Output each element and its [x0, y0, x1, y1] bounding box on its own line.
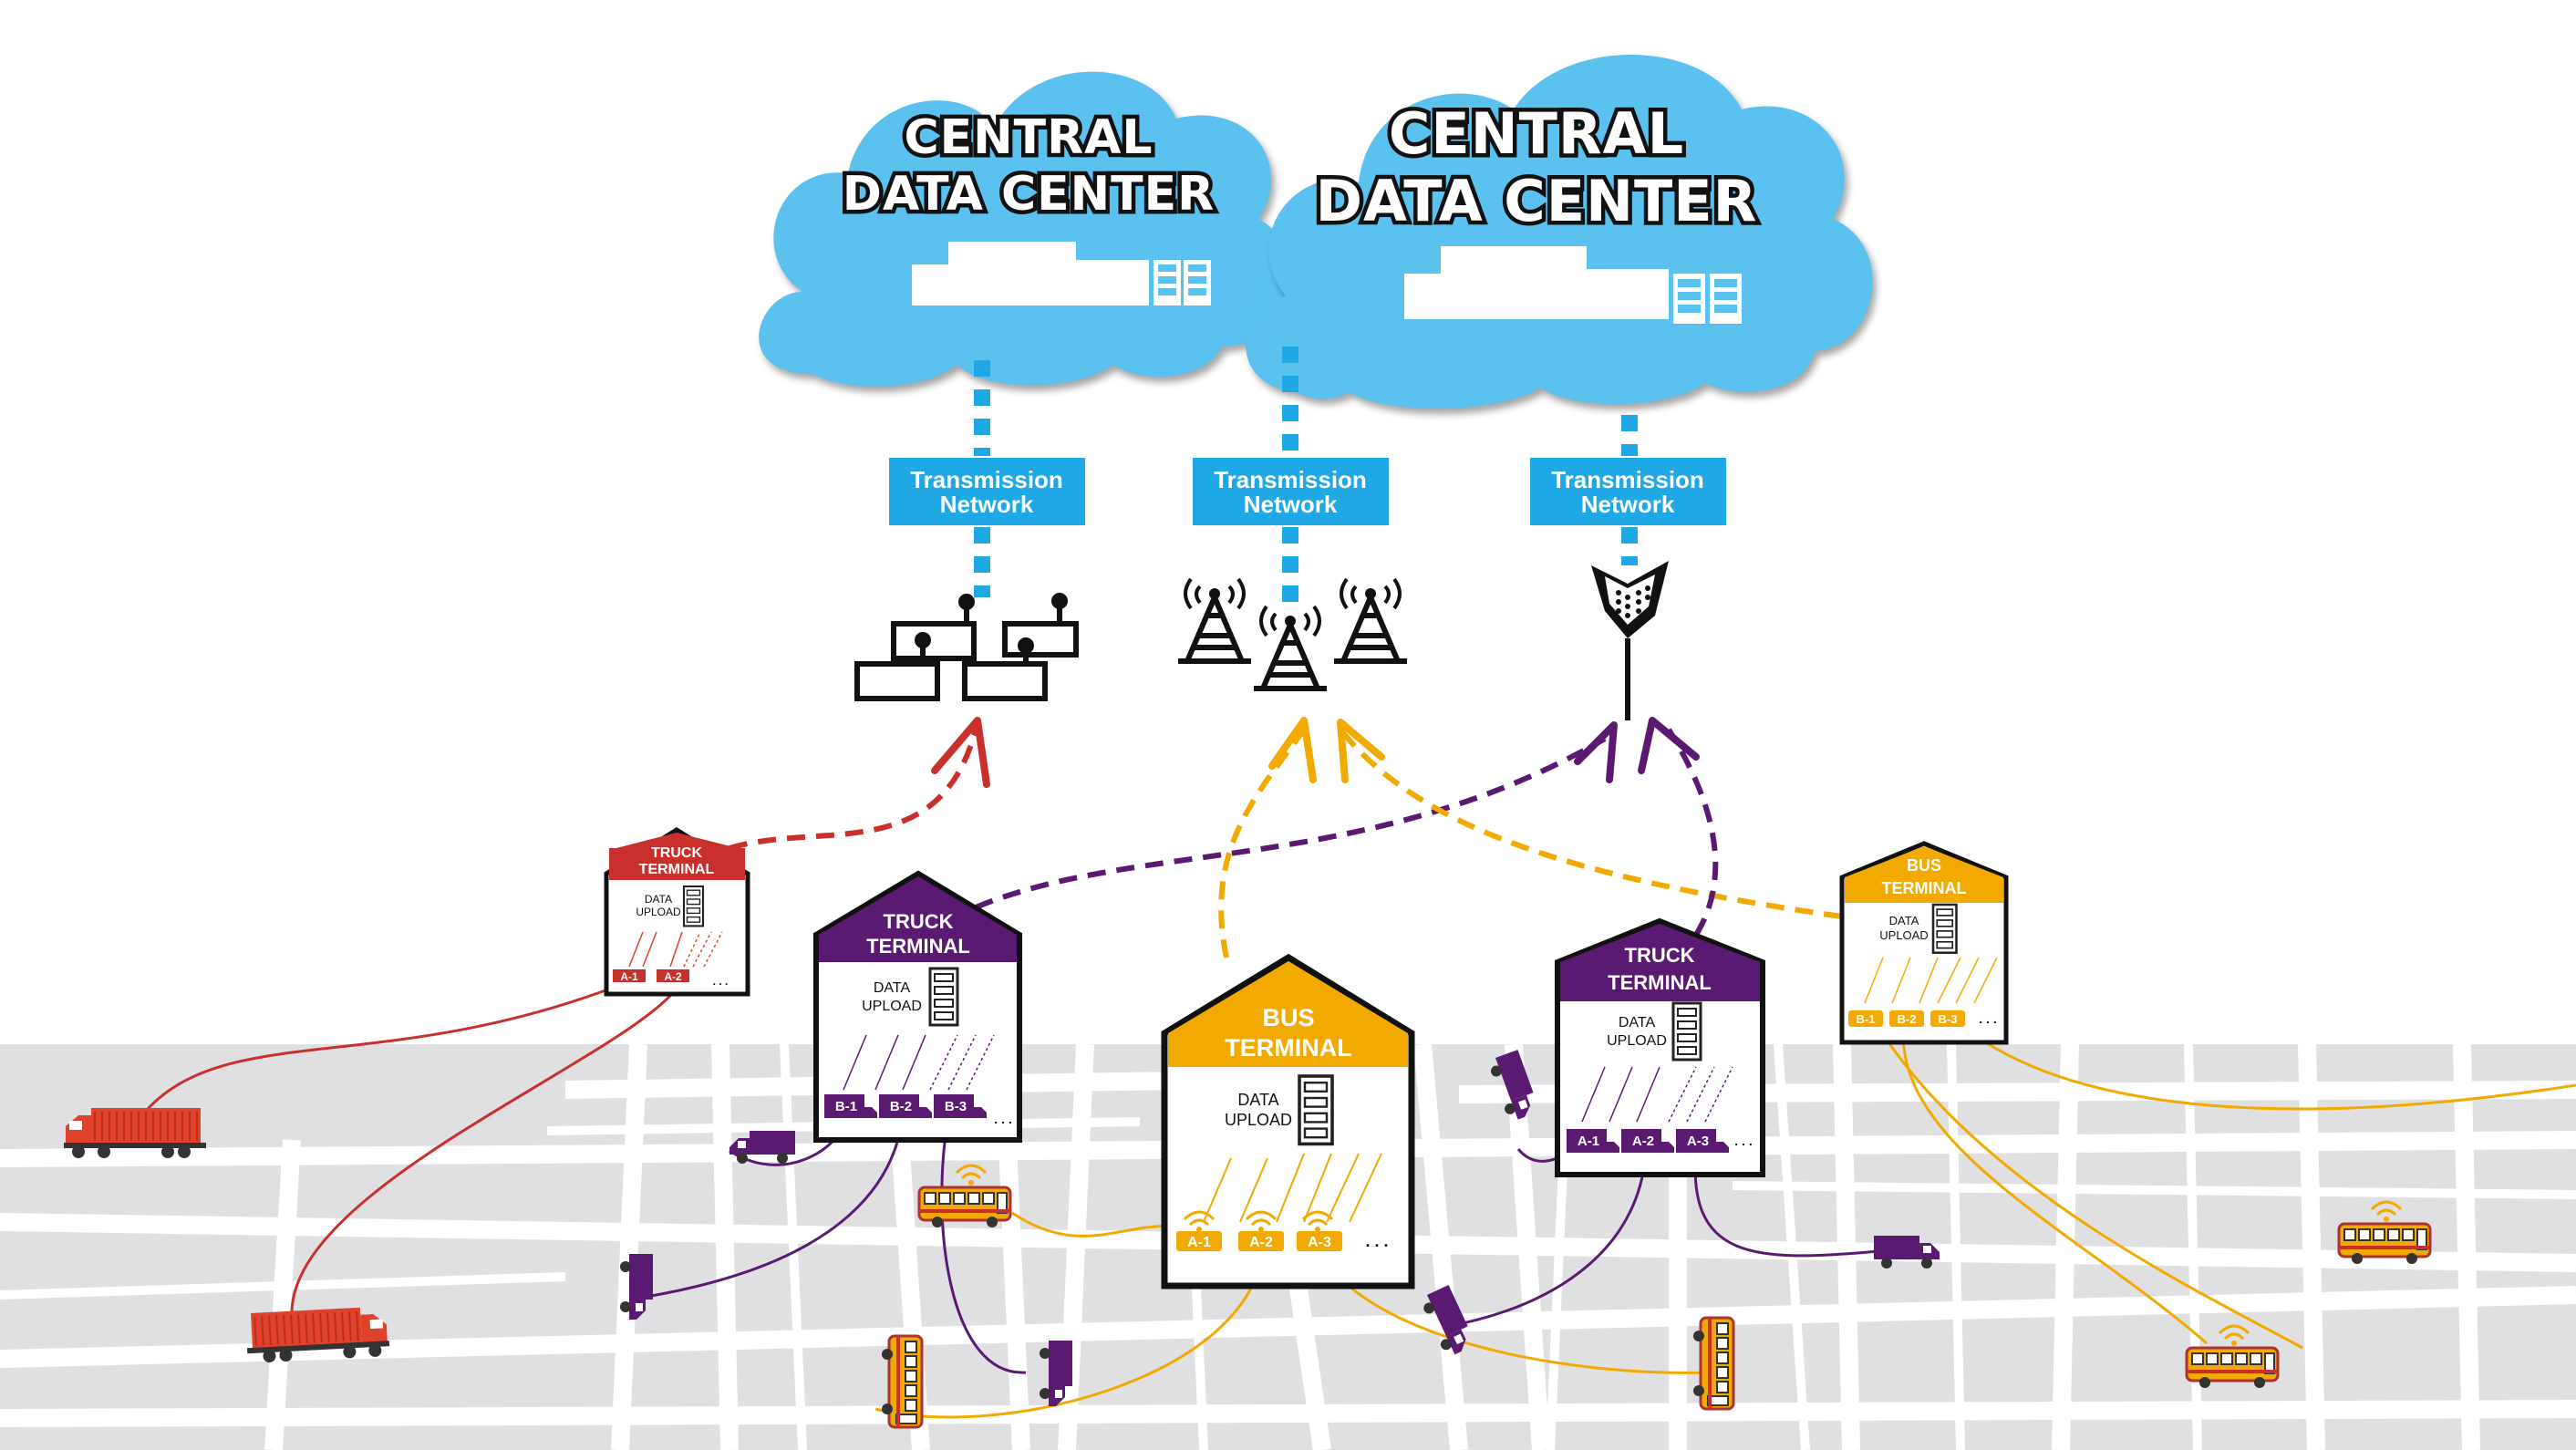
circuit-boards-icon [854, 593, 1079, 701]
cloud-2-title-line2: DATA CENTER [1316, 168, 1758, 234]
red-terminal-data: DATA [645, 893, 672, 906]
yellow-bus-icon [1691, 1316, 1735, 1411]
purple2-terminal-line2: TERMINAL [1608, 971, 1712, 994]
purple2-slot-1: A-1 [1578, 1134, 1599, 1149]
red-terminal-line2: TERMINAL [639, 862, 715, 877]
bus-right-terminal-line1: BUS [1907, 856, 1941, 875]
truck-terminal-purple-2: TRUCK TERMINAL DATA UPLOAD A-1 A-2 A-3 .… [1555, 917, 1765, 1177]
central-data-center-cloud-1: CENTRAL DATA CENTER [759, 71, 1290, 387]
bus-center-more: . . . [1365, 1232, 1388, 1250]
bus-center-terminal-line2: TERMINAL [1225, 1034, 1351, 1062]
purple2-terminal-line1: TRUCK [1625, 944, 1695, 967]
cloud-1-title-line1: CENTRAL [904, 110, 1153, 165]
server-rack-icon [1931, 903, 1958, 954]
red-terminal-upload: UPLOAD [636, 906, 681, 918]
uplink-lines [729, 728, 1843, 958]
bus-right-terminal-data: DATA [1889, 914, 1919, 927]
purple1-terminal-upload: UPLOAD [862, 999, 922, 1014]
bus-terminal-right: BUS TERMINAL DATA UPLOAD B-1 B-2 B-3 . .… [1839, 841, 2009, 1045]
bus-center-slot-1: A-1 [1187, 1235, 1211, 1250]
purple2-more: . . . [1734, 1134, 1752, 1148]
bus-right-slot-2: B-2 [1898, 1012, 1917, 1026]
bus-right-slot-3: B-3 [1939, 1012, 1958, 1026]
purple1-slot-3: B-3 [945, 1099, 967, 1114]
cloud-2-title-line1: CENTRAL [1389, 100, 1684, 167]
bus-right-slot-1: B-1 [1857, 1012, 1876, 1026]
tn-2-line1: Transmission [1214, 466, 1367, 493]
red-terminal-line1: TRUCK [651, 845, 702, 861]
tn-1-line2: Network [940, 491, 1034, 518]
uplink-red-truck [729, 729, 978, 851]
transmission-network-box-1: Transmission Network [889, 458, 1085, 525]
purple1-slot-1: B-1 [835, 1099, 857, 1114]
transmission-network-box-2: Transmission Network [1193, 458, 1389, 525]
bus-center-slot-2: A-2 [1249, 1235, 1273, 1250]
server-rack-icon [1671, 1001, 1702, 1062]
uplink-purple-truck-2 [1666, 728, 1719, 937]
bus-center-terminal-data: DATA [1237, 1091, 1278, 1109]
bus-terminal-center: BUS TERMINAL DATA UPLOAD A-1 A-2 A-3 . .… [1161, 953, 1415, 1289]
truck-terminal-red: TRUCK TERMINAL DATA UPLOAD A-1 A-2 . . . [604, 827, 750, 997]
purple1-terminal-line1: TRUCK [884, 910, 954, 933]
antenna-panel-icon [1591, 561, 1669, 720]
bus-center-terminal-upload: UPLOAD [1225, 1111, 1292, 1129]
vehicle-links-yellow [874, 1010, 2576, 1419]
central-data-center-cloud-2: CENTRAL DATA CENTER [1246, 55, 1873, 409]
red-more: . . . [713, 975, 729, 988]
purple1-more: . . . [994, 1112, 1011, 1126]
cloud-1-title-line2: DATA CENTER [843, 167, 1215, 222]
purple2-slot-2: A-2 [1632, 1134, 1654, 1149]
purple1-slot-2: B-2 [890, 1099, 912, 1114]
uplink-purple-truck-1 [974, 736, 1607, 910]
bus-right-terminal-upload: UPLOAD [1879, 928, 1928, 942]
purple1-terminal-line2: TERMINAL [866, 935, 970, 958]
tn-3-line1: Transmission [1551, 466, 1704, 493]
building-icon [912, 242, 1211, 306]
purple2-slot-3: A-3 [1687, 1134, 1709, 1149]
tn-1-line1: Transmission [910, 466, 1063, 493]
truck-terminal-purple-1: TRUCK TERMINAL DATA UPLOAD B-1 B-2 B-3 .… [813, 870, 1022, 1143]
red-slot-1: A-1 [620, 970, 638, 983]
uplink-bus-center [1218, 728, 1307, 958]
purple2-terminal-data: DATA [1619, 1015, 1656, 1031]
server-rack-icon [928, 967, 959, 1027]
building-icon [1404, 246, 1742, 324]
uplink-bus-right [1338, 728, 1843, 919]
bus-center-slot-3: A-3 [1308, 1235, 1331, 1250]
uplink-arrowheads [931, 717, 1700, 788]
cloud-links [974, 347, 1638, 606]
server-rack-icon [682, 885, 705, 927]
tn-3-line2: Network [1581, 491, 1675, 518]
transmission-network-box-3: Transmission Network [1530, 458, 1726, 525]
purple2-terminal-upload: UPLOAD [1607, 1033, 1667, 1049]
vehicle-links-red [144, 983, 681, 1314]
bus-right-terminal-line2: TERMINAL [1882, 879, 1967, 897]
bus-center-terminal-line1: BUS [1262, 1004, 1314, 1031]
purple1-terminal-data: DATA [874, 980, 911, 996]
yellow-bus-icon [880, 1334, 924, 1429]
red-slot-2: A-2 [664, 970, 682, 983]
bus-right-more: . . . [1979, 1011, 1996, 1026]
tn-2-line2: Network [1244, 491, 1338, 518]
server-rack-icon [1298, 1074, 1334, 1146]
